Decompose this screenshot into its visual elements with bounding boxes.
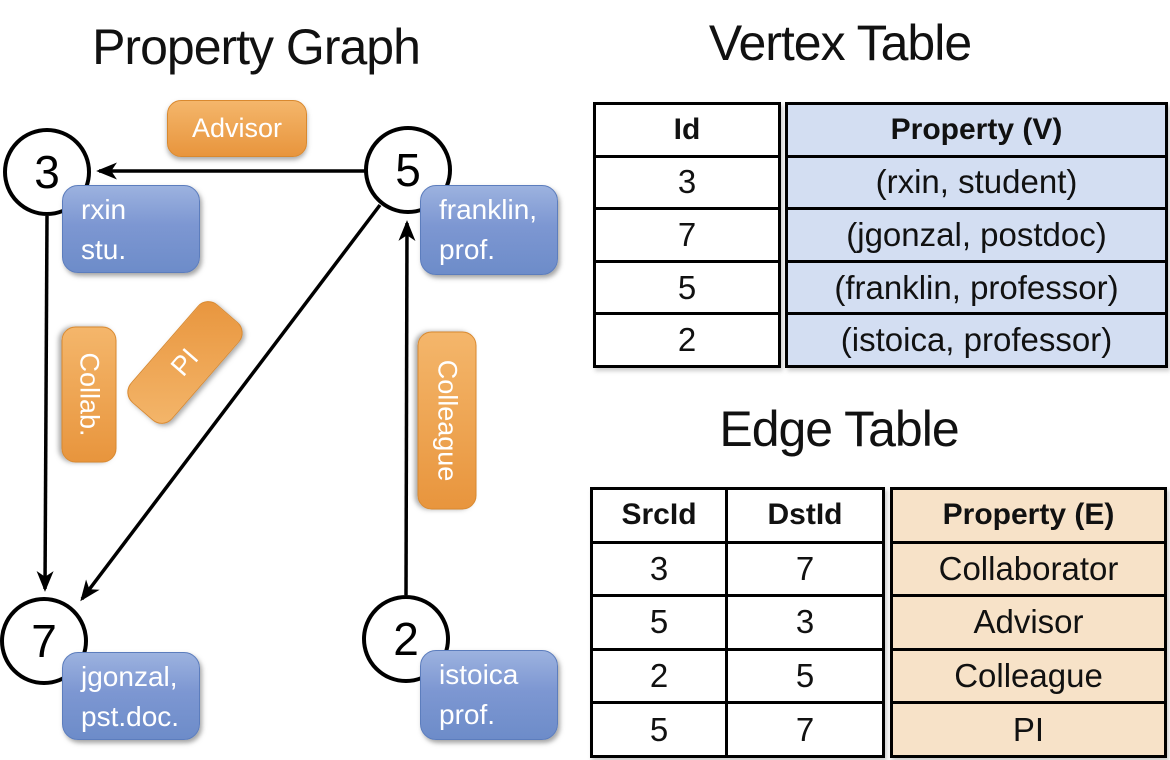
- table-row: (jgonzal, postdoc): [788, 210, 1165, 263]
- table-row: 5: [596, 263, 778, 316]
- edge-srcid-cell: 3: [593, 543, 728, 595]
- vertex-table-id-column: Id 3 7 5 2: [593, 102, 781, 368]
- vertex-property-cell: (istoica, professor): [840, 321, 1113, 359]
- edge-dstid-cell: 3: [795, 603, 815, 641]
- vertex-property-cell: (rxin, student): [875, 163, 1078, 201]
- edge-label-colleague: Colleague: [417, 331, 477, 510]
- vertex-table-header-id: Id: [673, 112, 701, 146]
- edge-property-cell: Collaborator: [938, 549, 1119, 587]
- edge-table-id-columns: SrcId DstId 3 7 5 3 2 5 5 7: [590, 487, 885, 758]
- table-row: Collaborator: [893, 544, 1164, 598]
- vertex-id-cell: 2: [677, 321, 697, 359]
- table-row: (rxin, student): [788, 158, 1165, 211]
- table-row: 5 3: [593, 597, 882, 651]
- table-row: 3 7: [593, 543, 882, 598]
- edge-arrow-2-to-5: [398, 220, 416, 596]
- edge-table-property-column: Property (E) Collaborator Advisor Collea…: [890, 487, 1167, 758]
- graph-edges-layer: [36, 162, 416, 602]
- table-row: (istoica, professor): [788, 315, 1165, 365]
- edge-dstid-cell: 7: [795, 710, 815, 748]
- table-row: 5 7: [593, 704, 882, 755]
- edge-arrow-3-to-7: [36, 215, 54, 592]
- vertex-id-cell: 5: [677, 268, 697, 306]
- edge-label-advisor: Advisor: [167, 100, 307, 157]
- node-id-label: 2: [393, 613, 419, 665]
- vertex-property-box-rxin: rxin stu.: [62, 185, 200, 273]
- graph-node-2: 2: [362, 595, 450, 683]
- edge-table-header-srcid: SrcId: [593, 490, 728, 541]
- edge-srcid-cell: 2: [593, 650, 728, 702]
- vertex-id-cell: 3: [677, 163, 697, 201]
- vertex-property-box-franklin: franklin, prof.: [420, 185, 558, 275]
- edge-table-header-dstid: DstId: [767, 498, 843, 532]
- edge-table-header-property: Property (E): [942, 498, 1115, 532]
- edge-dstid-cell: 5: [795, 657, 815, 695]
- table-row: 7: [596, 210, 778, 263]
- property-graph-title: Property Graph: [92, 19, 421, 75]
- graph-node-5: 5: [364, 126, 452, 214]
- vertex-table-title: Vertex Table: [708, 15, 972, 71]
- table-row: PI: [893, 704, 1164, 755]
- edge-label-collab: Collab.: [61, 326, 117, 463]
- node-id-label: 5: [395, 144, 421, 196]
- edge-srcid-cell: 5: [593, 597, 728, 648]
- table-row: (franklin, professor): [788, 263, 1165, 316]
- table-row: 2: [596, 315, 778, 365]
- edge-property-cell: Advisor: [973, 603, 1084, 641]
- node-id-label: 7: [31, 615, 57, 667]
- node-id-label: 3: [34, 146, 60, 198]
- edge-property-cell: Colleague: [954, 657, 1103, 695]
- vertex-property-box-jgonzal: jgonzal, pst.doc.: [62, 652, 200, 740]
- edge-arrow-5-to-7: [80, 203, 382, 602]
- vertex-property-cell: (jgonzal, postdoc): [846, 215, 1107, 253]
- table-row: Colleague: [893, 651, 1164, 705]
- table-row: 3: [596, 158, 778, 211]
- vertex-id-cell: 7: [677, 215, 697, 253]
- edge-table-title: Edge Table: [719, 401, 959, 457]
- vertex-table-property-column: Property (V) (rxin, student) (jgonzal, p…: [785, 102, 1168, 368]
- vertex-property-box-istoica: istoica prof.: [420, 650, 558, 740]
- edge-property-cell: PI: [1012, 710, 1045, 748]
- edge-dstid-cell: 7: [795, 549, 815, 587]
- table-row: 2 5: [593, 650, 882, 705]
- table-row: Advisor: [893, 597, 1164, 651]
- vertex-property-cell: (franklin, professor): [834, 268, 1119, 306]
- vertex-table-header-property: Property (V): [890, 112, 1063, 146]
- edge-srcid-cell: 5: [593, 704, 728, 755]
